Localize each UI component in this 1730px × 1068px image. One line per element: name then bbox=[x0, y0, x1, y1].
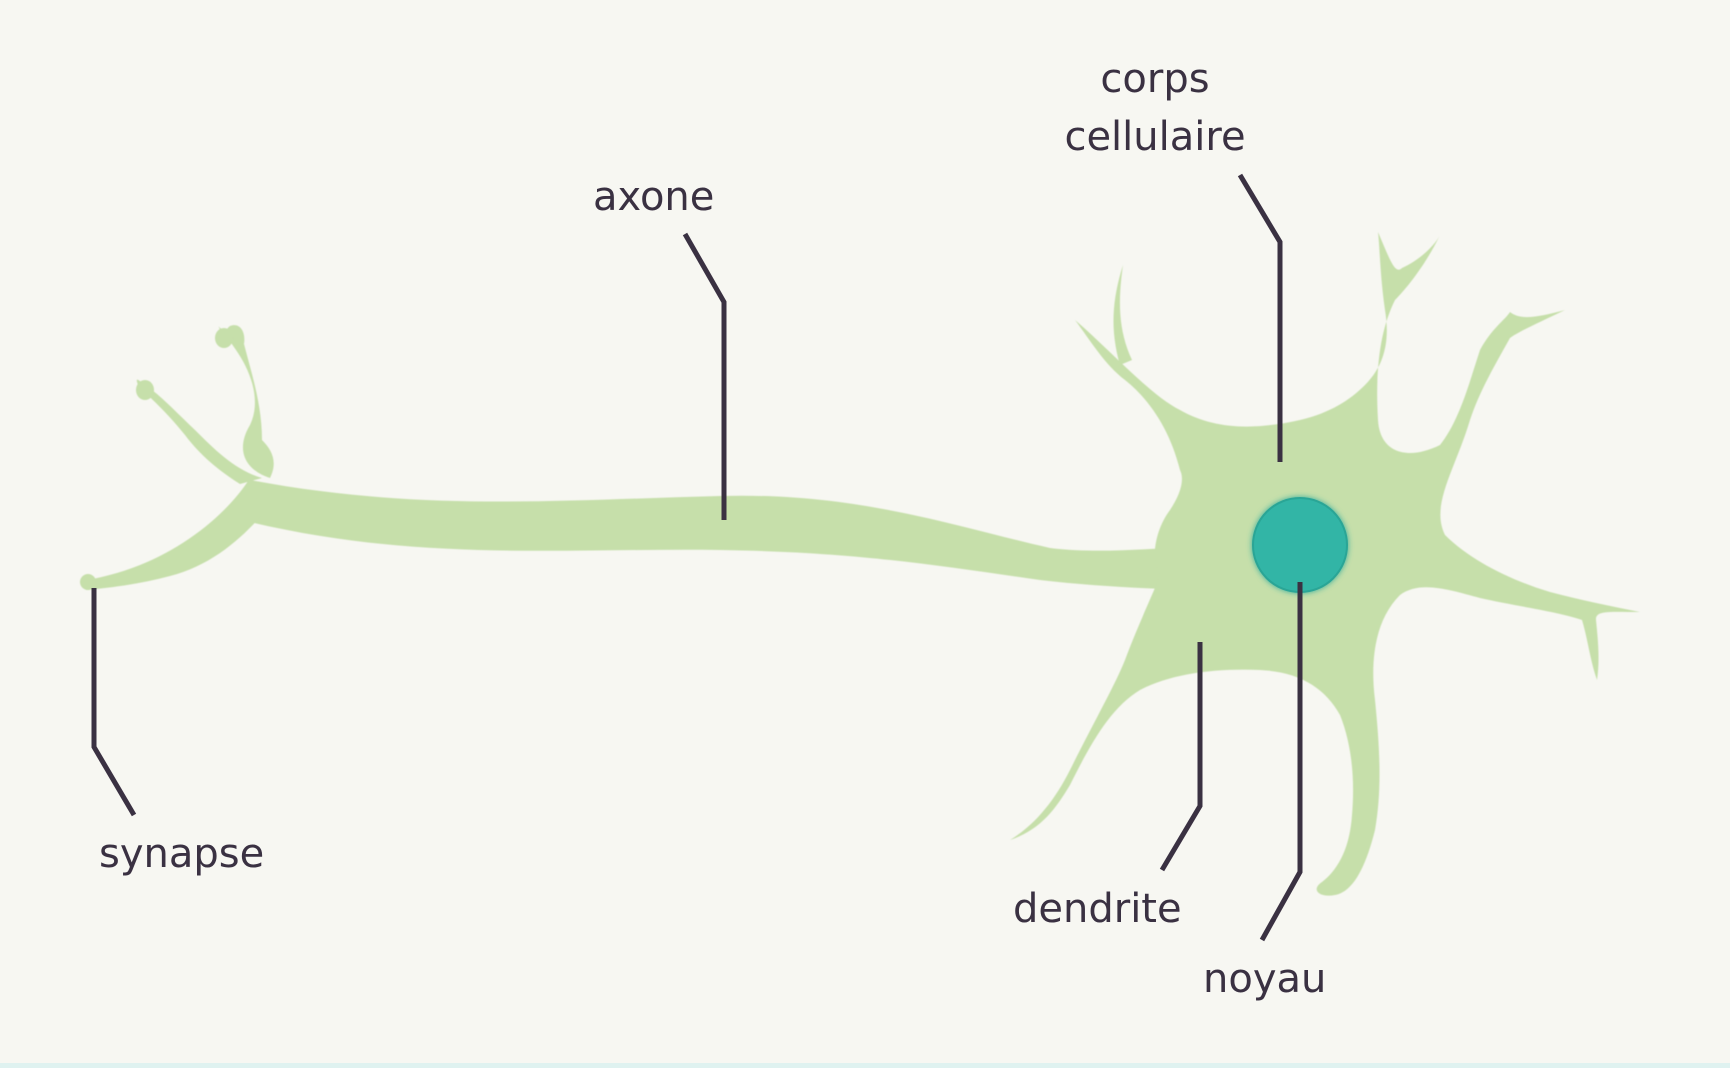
label-axone: axone bbox=[593, 174, 715, 220]
axon-shape bbox=[250, 480, 1185, 590]
synapse-tail-shape bbox=[86, 478, 262, 590]
synapse-knob-tip-1 bbox=[215, 328, 233, 348]
label-corps-cellulaire: corps cellulaire bbox=[1060, 50, 1250, 166]
bottom-border bbox=[0, 1063, 1730, 1068]
leader-lines bbox=[91, 173, 1303, 942]
label-noyau: noyau bbox=[1203, 956, 1327, 1002]
leader-dendrite bbox=[1159, 642, 1203, 872]
leader-axone bbox=[682, 232, 727, 520]
synapse-end bbox=[80, 574, 96, 590]
nucleus bbox=[1252, 497, 1348, 593]
leader-corps-cellulaire bbox=[1237, 173, 1283, 462]
dendrite-top-left bbox=[1113, 265, 1132, 365]
label-corps-line2: cellulaire bbox=[1064, 114, 1246, 160]
leader-noyau bbox=[1259, 582, 1303, 942]
synapse-terminal-shape bbox=[226, 325, 274, 478]
neuron-body bbox=[80, 232, 1640, 896]
leader-synapse bbox=[91, 588, 137, 817]
label-dendrite: dendrite bbox=[1013, 886, 1182, 932]
synapse-knob-tip-2 bbox=[136, 380, 154, 400]
label-synapse: synapse bbox=[99, 831, 265, 877]
label-corps-line1: corps bbox=[1100, 56, 1210, 102]
synapse-branch-upper bbox=[136, 379, 262, 484]
